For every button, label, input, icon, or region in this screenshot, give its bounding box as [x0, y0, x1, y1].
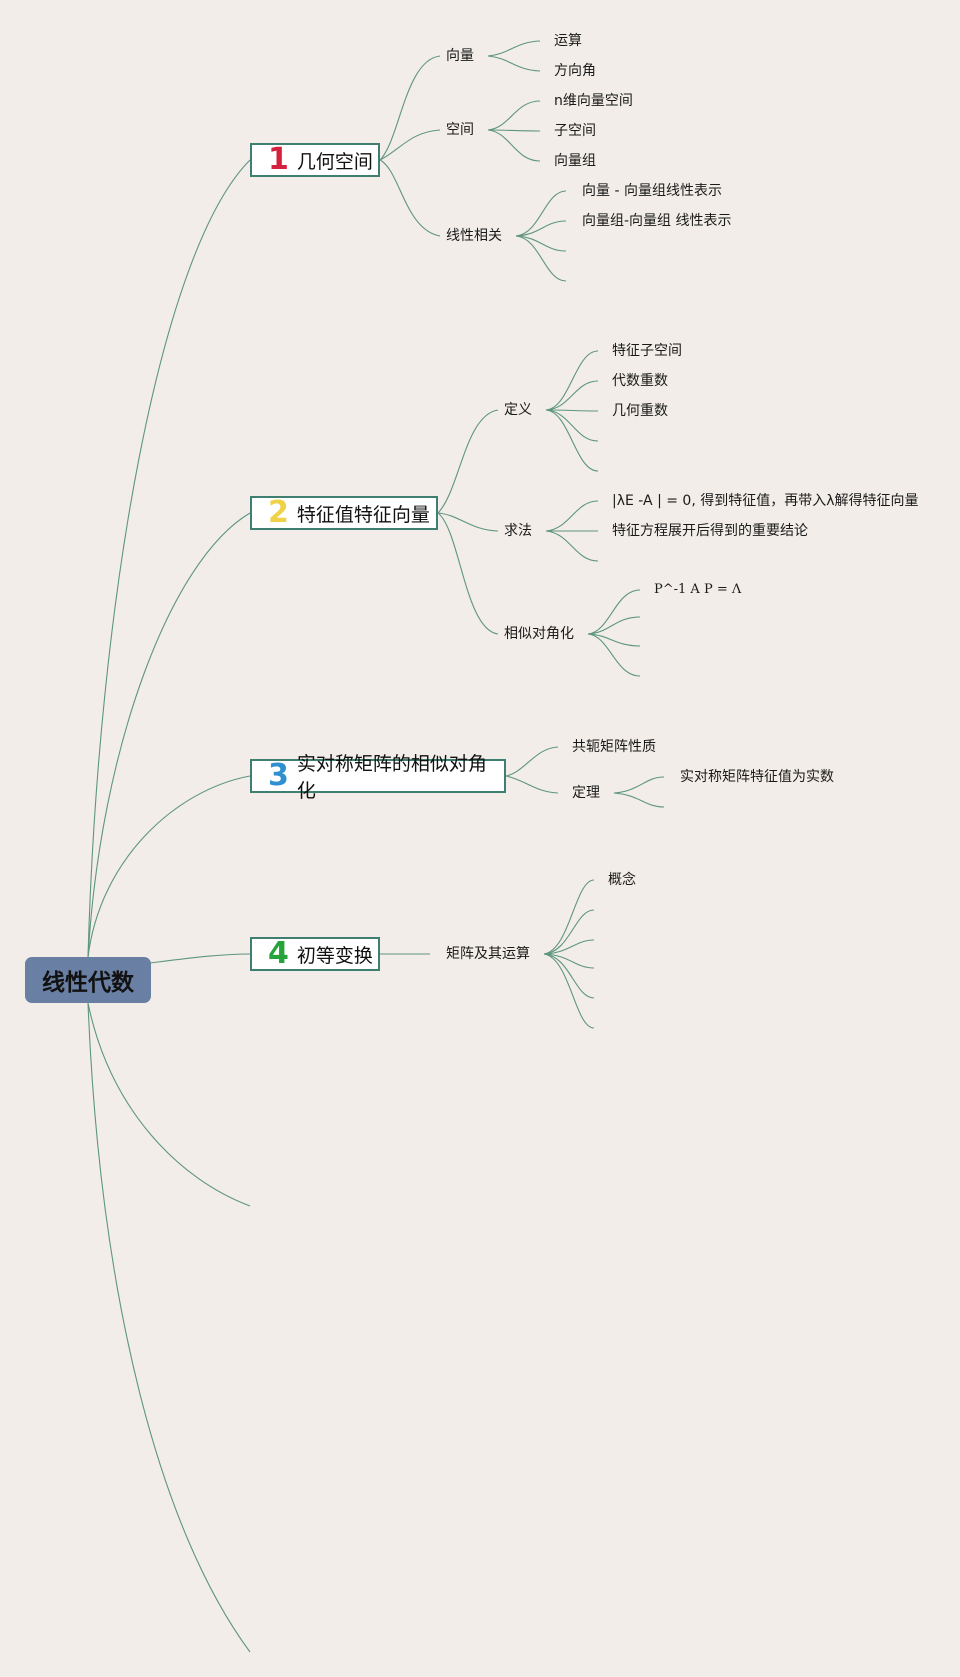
link-t1-b3-c4	[515, 235, 567, 282]
link-t1-b2-c2	[487, 129, 541, 132]
topic-node-4[interactable]: 4 初等变换	[250, 937, 380, 971]
branch-node-3-1[interactable]: 共轭矩阵性质	[572, 739, 656, 755]
link-t2-b1-c5	[545, 409, 599, 472]
leaf-node-2-2-1[interactable]: |λE -A | = 0, 得到特征值，再带入λ解得特征向量	[612, 493, 919, 509]
link-t2-b1-c4	[545, 409, 599, 442]
leaf-node-1-2-2[interactable]: 子空间	[554, 123, 596, 139]
root-node[interactable]: 线性代数	[25, 957, 151, 1003]
leaf-node-1-1-1[interactable]: 运算	[554, 33, 582, 49]
branch-node-4-1[interactable]: 矩阵及其运算	[446, 946, 530, 962]
topic-number-3: 3	[268, 758, 289, 793]
link-t3-b2	[505, 775, 559, 794]
link-t2-b3-c4	[587, 633, 641, 677]
link-t2-b3	[437, 512, 499, 635]
branch-node-3-2[interactable]: 定理	[572, 785, 600, 801]
link-t1-b2	[379, 129, 441, 161]
link-t1-b1	[379, 55, 441, 161]
link-t2-b1	[437, 409, 499, 514]
link-t1-b1-c1	[487, 40, 541, 57]
branch-node-2-2[interactable]: 求法	[504, 523, 532, 539]
link-t3-b2-c1	[613, 776, 665, 794]
link-t3-b2-c2	[613, 792, 665, 808]
topic-label-2: 特征值特征向量	[296, 503, 430, 526]
link-root-topic2	[87, 512, 251, 958]
link-t2-b3-c2	[587, 616, 641, 635]
link-t1-b3-c2	[515, 220, 567, 237]
root-label: 线性代数	[42, 970, 134, 996]
link-t4-b1-c3	[543, 939, 595, 955]
link-t2-b1-c1	[545, 350, 599, 411]
topic-node-1[interactable]: 1 几何空间	[250, 143, 380, 177]
topic-label-4: 初等变换	[296, 944, 373, 967]
leaf-node-1-2-1[interactable]: n维向量空间	[554, 93, 633, 109]
link-t4-b1-c1	[543, 879, 595, 955]
leaf-node-3-2-1[interactable]: 实对称矩阵特征值为实数	[680, 769, 834, 785]
topic-number-1: 1	[268, 142, 289, 177]
topic-number-2: 2	[268, 495, 289, 530]
link-t1-b2-c1	[487, 100, 541, 131]
topic-number-4: 4	[268, 936, 289, 971]
leaf-node-2-1-3[interactable]: 几何重数	[612, 403, 668, 419]
link-t4-b1-c5	[543, 953, 595, 999]
branch-node-1-3[interactable]: 线性相关	[446, 228, 502, 244]
link-t2-b1-c3	[545, 409, 599, 412]
leaf-node-1-2-3[interactable]: 向量组	[554, 153, 596, 169]
link-t1-b1-c2	[487, 55, 541, 72]
link-root-empty2	[87, 1002, 251, 1653]
branch-node-2-3[interactable]: 相似对角化	[504, 626, 574, 642]
topic-node-2[interactable]: 2 特征值特征向量	[250, 496, 438, 530]
branch-node-1-2[interactable]: 空间	[446, 122, 474, 138]
link-t2-b2	[437, 512, 499, 532]
link-t2-b2-c1	[545, 500, 599, 532]
leaf-node-2-3-1[interactable]: P^-1 A P = Λ	[654, 582, 742, 597]
leaf-node-1-3-2[interactable]: 向量组-向量组 线性表示	[582, 213, 732, 229]
link-t2-b2-c3	[545, 530, 599, 562]
link-root-topic4	[149, 953, 251, 964]
link-root-empty1	[87, 1002, 251, 1207]
leaf-node-2-1-1[interactable]: 特征子空间	[612, 343, 682, 359]
topic-node-3[interactable]: 3 实对称矩阵的相似对角化	[250, 753, 506, 802]
link-root-topic1	[87, 159, 251, 958]
link-t1-b3-c3	[515, 235, 567, 252]
link-t2-b3-c1	[587, 589, 641, 635]
leaf-node-2-1-2[interactable]: 代数重数	[612, 373, 668, 389]
link-t2-b3-c3	[587, 633, 641, 647]
link-t1-b3-c1	[515, 190, 567, 237]
link-t4-b1-c6	[543, 953, 595, 1029]
leaf-node-2-2-2[interactable]: 特征方程展开后得到的重要结论	[612, 523, 808, 539]
link-t4-b1-c4	[543, 953, 595, 969]
link-root-topic3	[87, 775, 251, 958]
leaf-node-1-3-1[interactable]: 向量 - 向量组线性表示	[582, 183, 722, 199]
link-t1-b3	[379, 159, 441, 237]
topic-label-1: 几何空间	[296, 150, 373, 173]
link-t4-b1-c2	[543, 909, 595, 955]
branch-node-2-1[interactable]: 定义	[504, 402, 532, 418]
topic-label-3: 实对称矩阵的相似对角化	[296, 753, 487, 802]
link-t2-b1-c2	[545, 380, 599, 411]
leaf-node-1-1-2[interactable]: 方向角	[554, 63, 596, 79]
link-t3-b1	[505, 746, 559, 777]
leaf-node-4-1-1[interactable]: 概念	[608, 872, 636, 888]
link-t1-b2-c3	[487, 129, 541, 162]
branch-node-1-1[interactable]: 向量	[446, 48, 474, 64]
